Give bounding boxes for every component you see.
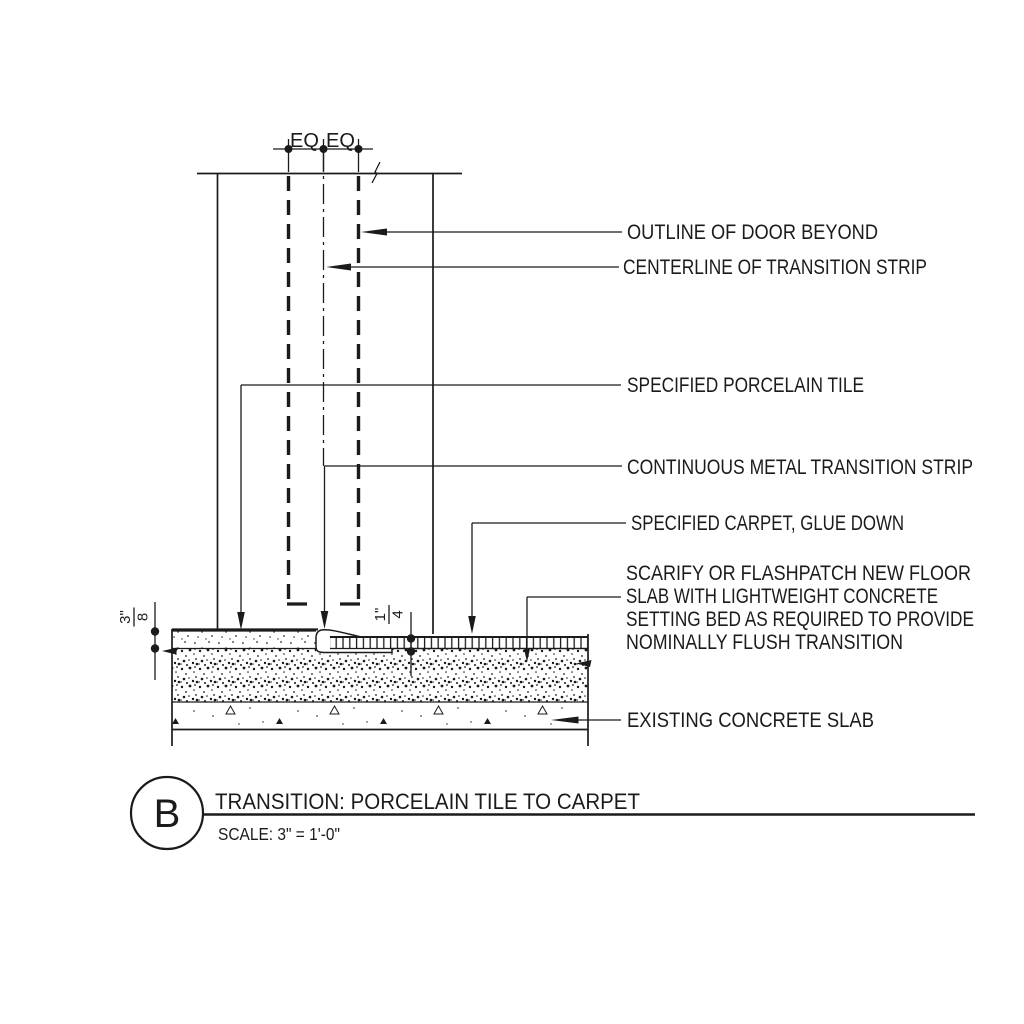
dim-carpet-thickness: 1" 4: [372, 605, 416, 676]
dimension-dot: [150, 644, 160, 653]
lightweight-concrete-hatch: [172, 648, 588, 702]
callout-porcelain-tile: SPECIFIED PORCELAIN TILE: [237, 374, 864, 630]
dim-fraction: 3" 8: [117, 607, 152, 627]
callout-centerline-label: CENTERLINE OF TRANSITION STRIP: [623, 256, 927, 279]
arrowhead-down-icon: [320, 611, 329, 629]
detail-title: TRANSITION: PORCELAIN TILE TO CARPET: [215, 789, 640, 814]
callout-scarify: SCARIFY OR FLASHPATCH NEW FLOOR SLAB WIT…: [523, 562, 974, 662]
arrowhead-left-icon: [326, 263, 351, 271]
arrowhead-down-icon: [237, 612, 245, 630]
callout-scarify-line3: SETTING BED AS REQUIRED TO PROVIDE: [626, 608, 974, 631]
dimension-dot: [150, 627, 160, 636]
callout-scarify-line2: SLAB WITH LIGHTWEIGHT CONCRETE: [626, 585, 938, 608]
carpet-layer: [330, 636, 588, 650]
callout-metal-strip: CONTINUOUS METAL TRANSITION STRIP: [320, 456, 973, 629]
callout-centerline: CENTERLINE OF TRANSITION STRIP: [326, 256, 927, 279]
header-cut-line: [197, 161, 462, 184]
dimension-dot: [284, 145, 293, 153]
tile-setting-bed-hatch: [172, 631, 316, 649]
callout-door-beyond-label: OUTLINE OF DOOR BEYOND: [627, 221, 878, 244]
title-block: B TRANSITION: PORCELAIN TILE TO CARPET S…: [129, 775, 975, 851]
callout-carpet: SPECIFIED CARPET, GLUE DOWN: [468, 512, 904, 634]
dimension-dot: [319, 145, 328, 153]
door-outline-dashed: [286, 176, 361, 606]
callout-porcelain-tile-label: SPECIFIED PORCELAIN TILE: [627, 374, 864, 397]
callout-metal-strip-label: CONTINUOUS METAL TRANSITION STRIP: [627, 456, 973, 479]
fraction-numerator: 1": [372, 608, 389, 622]
callout-existing-slab: EXISTING CONCRETE SLAB: [551, 709, 874, 732]
floor-section: [162, 628, 592, 746]
detail-scale: SCALE: 3" = 1'-0": [218, 824, 340, 844]
eq-label: EQ: [290, 130, 319, 152]
callout-carpet-label: SPECIFIED CARPET, GLUE DOWN: [631, 512, 904, 535]
arrowhead-down-icon: [468, 616, 476, 634]
dimension-dot: [354, 145, 363, 153]
dimension-dot: [406, 634, 416, 643]
fraction-denominator: 4: [390, 610, 407, 618]
detail-letter: B: [154, 792, 181, 836]
detail-bubble: [129, 775, 205, 851]
fraction-denominator: 8: [135, 613, 152, 621]
arrowhead-left-icon: [551, 716, 579, 724]
callout-scarify-line4: NOMINALLY FLUSH TRANSITION: [626, 631, 903, 654]
callout-door-beyond: OUTLINE OF DOOR BEYOND: [361, 221, 878, 244]
existing-slab-hatch: [172, 702, 588, 730]
carpet-hatch: [330, 638, 588, 648]
flush-line-arrow-left: [162, 647, 178, 655]
flush-line-arrow-right: [576, 660, 592, 667]
eq-label: EQ: [326, 130, 355, 152]
arrowhead-down-icon: [523, 648, 531, 662]
callout-scarify-line1: SCARIFY OR FLASHPATCH NEW FLOOR: [626, 562, 971, 585]
fraction-numerator: 3": [117, 610, 134, 624]
dim-fraction: 1" 4: [372, 605, 407, 624]
dimension-dot: [406, 647, 416, 656]
dim-tile-thickness: 3" 8: [117, 602, 160, 680]
arrowhead-left-icon: [361, 228, 387, 236]
callout-existing-slab-label: EXISTING CONCRETE SLAB: [627, 709, 874, 732]
metal-transition-strip: [315, 629, 393, 654]
break-symbol: [371, 161, 381, 184]
